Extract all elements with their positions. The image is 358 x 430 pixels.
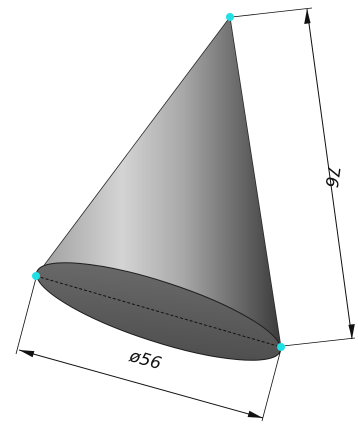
apex-point[interactable] <box>226 13 234 21</box>
diameter-arrow-right <box>247 410 263 418</box>
height-label: 76 <box>321 165 344 189</box>
diameter-arrow-left <box>19 350 35 358</box>
height-arrow-bottom <box>348 324 355 339</box>
base-right-point[interactable] <box>277 343 285 351</box>
base-left-point[interactable] <box>32 272 40 280</box>
diameter-extension-right <box>261 348 282 422</box>
diameter-dimension-line <box>18 349 264 419</box>
height-extension-top <box>231 7 313 18</box>
diameter-label: ø56 <box>126 346 163 374</box>
height-extension-bottom <box>282 337 356 347</box>
height-arrow-top <box>304 9 311 24</box>
diameter-extension-left <box>15 277 37 355</box>
base-diameter-line <box>35 275 282 348</box>
height-dimension-line <box>306 8 353 340</box>
